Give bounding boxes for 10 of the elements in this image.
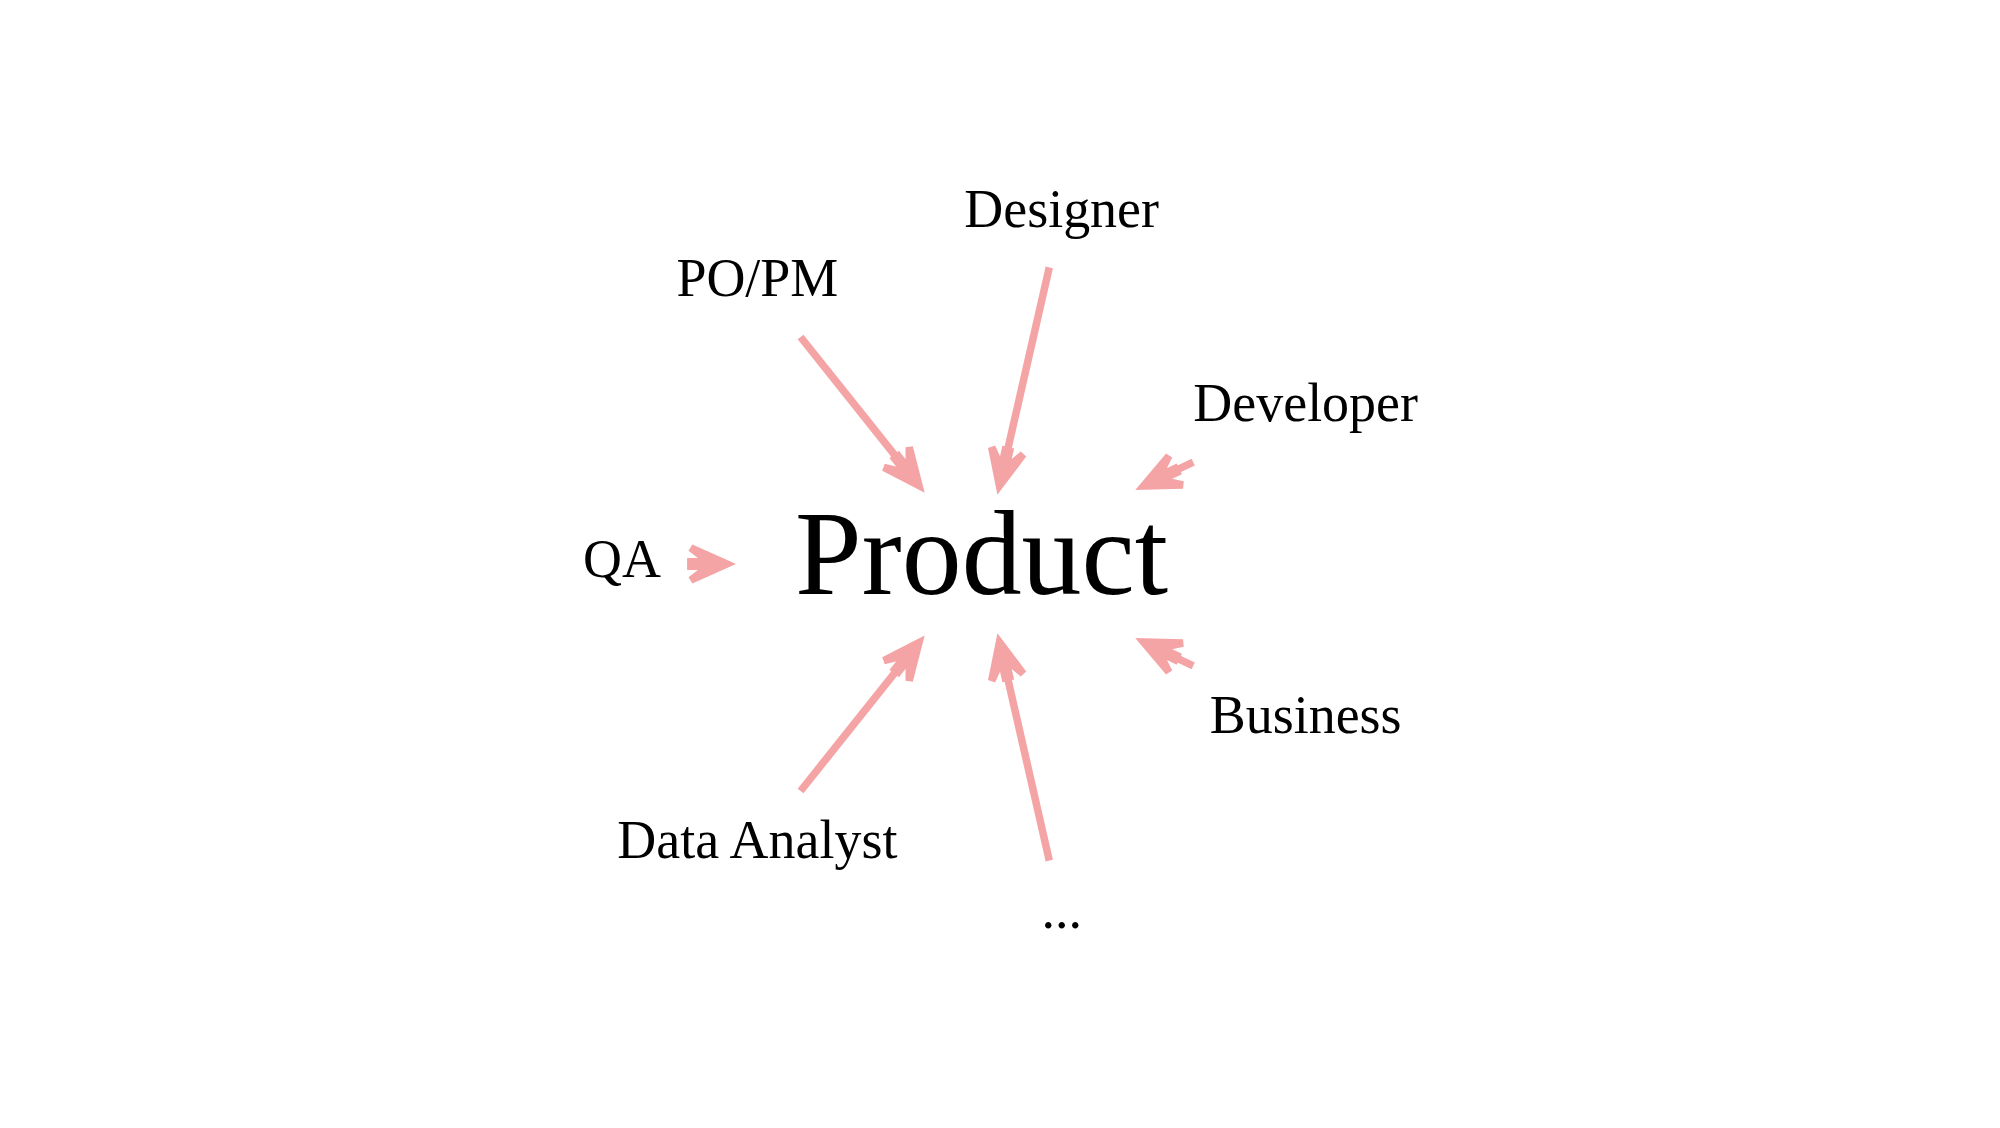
node-text: Data Analyst: [616, 810, 897, 871]
arrow: [797, 334, 923, 490]
node-text: ...: [1040, 879, 1082, 940]
node-text: PO/PM: [675, 247, 838, 308]
node-text: Designer: [963, 178, 1159, 239]
node-text: QA: [582, 529, 661, 590]
arrow: [797, 638, 923, 794]
node-text: Product: [794, 486, 1168, 620]
node-text: Business: [1209, 685, 1402, 746]
node-text: Developer: [1192, 373, 1418, 434]
